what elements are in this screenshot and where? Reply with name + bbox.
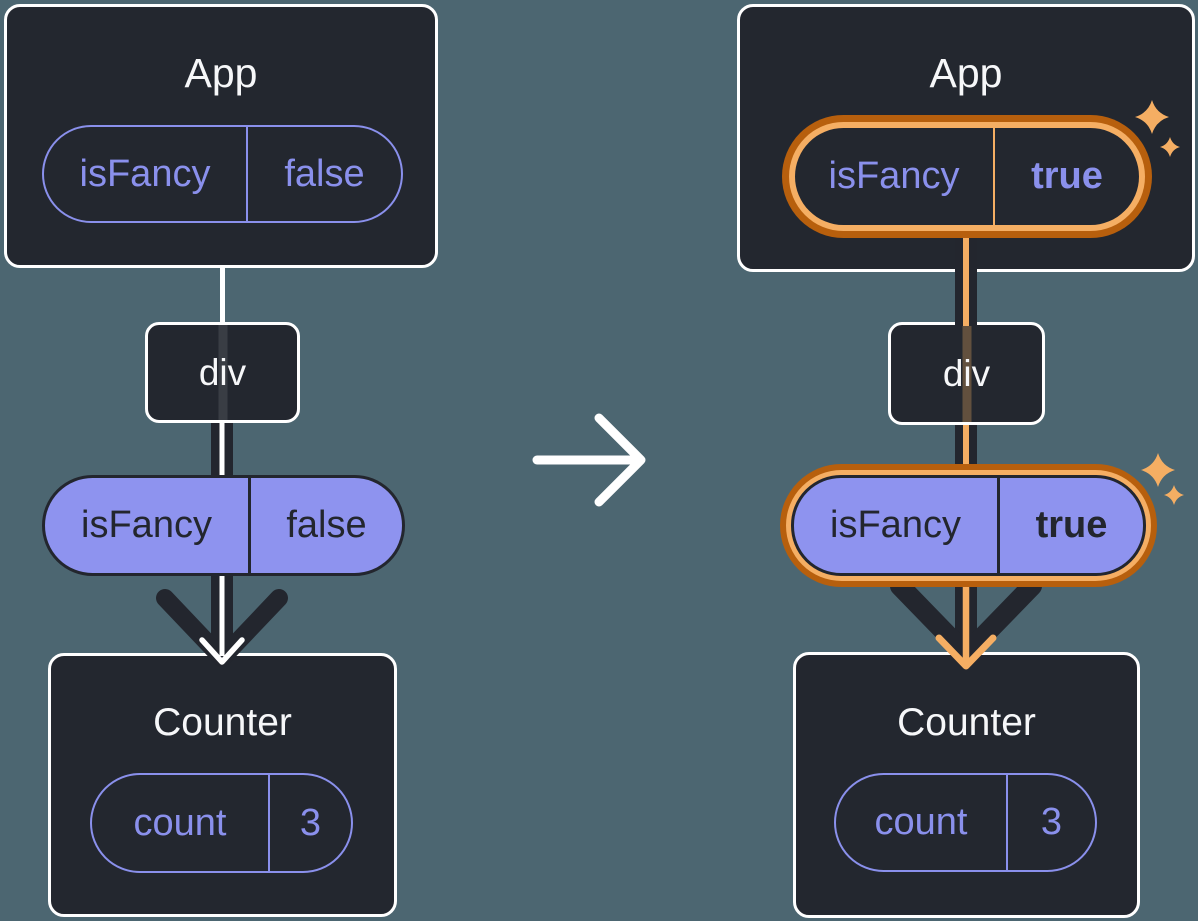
sparkle-icon — [1135, 100, 1180, 157]
app-state-pill-after-highlight: isFancy true — [782, 115, 1152, 238]
pass-through-line — [218, 325, 227, 420]
counter-title-after: Counter — [897, 701, 1036, 744]
app-title-before: App — [184, 49, 258, 96]
prop-pill-before: isFancy false — [42, 475, 405, 576]
div-node-box-before: div — [145, 322, 300, 423]
state-value: 3 — [1040, 801, 1063, 843]
arrow-right-icon — [532, 413, 646, 507]
counter-state-pill-after: count 3 — [834, 773, 1097, 872]
counter-title-before: Counter — [153, 701, 292, 744]
edge-app-to-div-before — [220, 266, 225, 324]
prop-flow-line-after-top — [955, 234, 977, 326]
state-name: isFancy — [44, 127, 248, 221]
prop-arrow-icon-before — [156, 572, 288, 667]
highlight-ring: isFancy true — [786, 470, 1151, 581]
sparkle-icon — [1141, 453, 1184, 505]
prop-name: isFancy — [45, 478, 251, 573]
prop-value: true — [1035, 504, 1108, 546]
div-node-box-after: div — [888, 322, 1045, 425]
state-value: false — [284, 152, 365, 195]
prop-name: isFancy — [794, 478, 1000, 573]
state-name: count — [92, 775, 270, 871]
app-state-pill-after: isFancy true — [795, 128, 1139, 225]
prop-flow-line-before — [211, 417, 233, 479]
app-title-after: App — [929, 49, 1003, 96]
app-state-pill-before: isFancy false — [42, 125, 403, 223]
state-value: 3 — [299, 801, 322, 844]
prop-value: false — [286, 504, 367, 546]
prop-pill-after-highlight: isFancy true — [780, 464, 1157, 587]
prop-pill-after: isFancy true — [791, 475, 1146, 576]
state-value: true — [1031, 155, 1103, 197]
state-name: isFancy — [795, 128, 995, 225]
counter-state-pill-before: count 3 — [90, 773, 353, 873]
state-name: count — [836, 775, 1008, 870]
div-label: div — [942, 352, 991, 394]
highlight-ring: isFancy true — [789, 122, 1145, 231]
prop-arrow-icon-after — [890, 582, 1042, 670]
div-label: div — [198, 351, 247, 393]
pass-through-line — [962, 325, 971, 422]
